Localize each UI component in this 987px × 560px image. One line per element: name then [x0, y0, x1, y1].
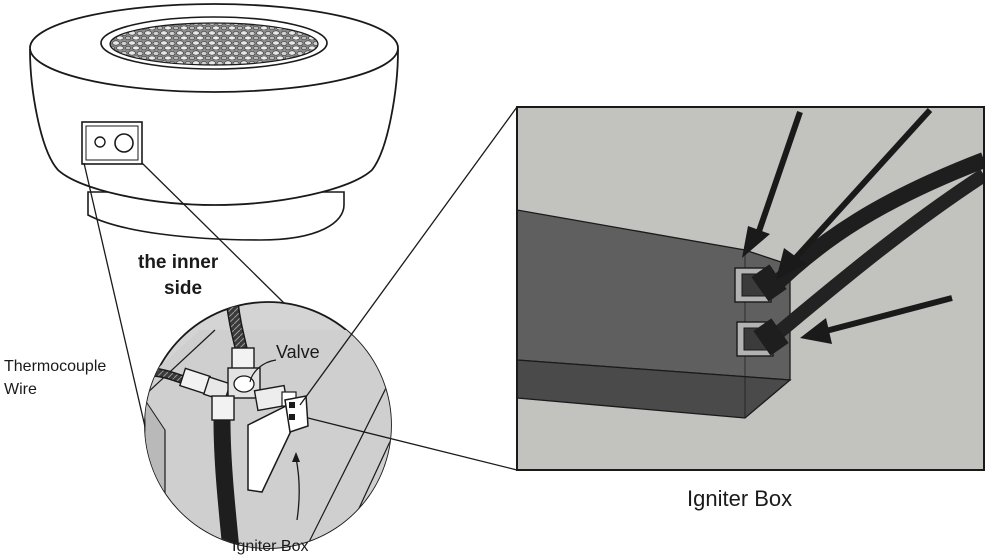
- fire-pit-bowl: [29, 49, 399, 206]
- zoom-line-top: [299, 106, 518, 406]
- igniter-button-icon: [94, 136, 106, 148]
- arrow-icon: [776, 107, 933, 280]
- zoom-panel: [516, 106, 985, 471]
- detail-circle: [144, 301, 392, 549]
- valve-pointer: [249, 359, 277, 383]
- thermocouple-label: Thermocouple: [4, 358, 107, 375]
- thermocouple-label-line2: Wire: [4, 381, 37, 398]
- valve-label: Valve: [276, 342, 320, 362]
- valve-assembly: [178, 347, 297, 421]
- control-knob-icon: [114, 133, 134, 153]
- fire-pit: [29, 3, 399, 458]
- black-gas-hose: [213, 419, 241, 548]
- fire-pit-base: [87, 191, 345, 241]
- igniter-box-label-small: Igniter Box: [232, 538, 309, 555]
- projection-line-left: [83, 162, 153, 458]
- arrow-icon: [800, 295, 953, 344]
- inner-side-label-line2: side: [164, 278, 203, 299]
- control-panel: [81, 121, 143, 165]
- arrow-icon: [295, 457, 300, 521]
- igniter-box-label-large: Igniter Box: [687, 486, 793, 511]
- igniter-wire-bottom: [767, 169, 984, 344]
- inner-side-label: the inner: [138, 252, 219, 273]
- zoom-line-bottom: [307, 417, 518, 471]
- arrow-icon: [742, 111, 803, 258]
- lava-stones: [109, 22, 319, 66]
- igniter-box-small: [247, 395, 309, 493]
